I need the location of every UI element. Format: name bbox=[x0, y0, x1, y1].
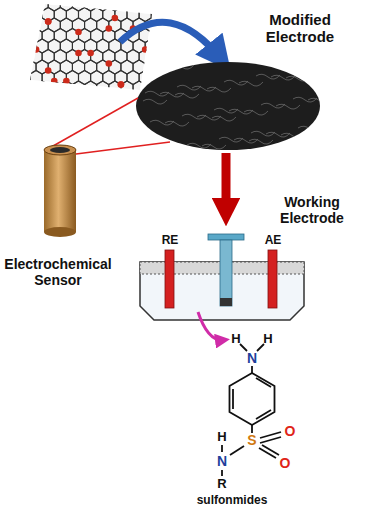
caption-label: sulfonmides bbox=[197, 494, 268, 508]
part-label: Electrochemical Sensor bbox=[3, 256, 113, 288]
part-label: Modified Electrode bbox=[245, 11, 355, 46]
electrode-label: AE bbox=[265, 234, 282, 248]
leader-line bbox=[46, 98, 138, 150]
atom-label: R bbox=[217, 477, 226, 492]
atom-label: H bbox=[217, 430, 226, 445]
part-label: Working Electrode bbox=[262, 194, 362, 226]
electrode-disk bbox=[136, 62, 320, 150]
electrochemical-cell bbox=[140, 234, 304, 320]
atom-label: O bbox=[285, 423, 296, 439]
atom-label: N bbox=[217, 453, 227, 469]
atom-label: N bbox=[247, 350, 257, 366]
electrode-rod bbox=[44, 145, 76, 237]
down-arrow bbox=[222, 153, 231, 212]
electrode-label: RE bbox=[162, 234, 179, 248]
atom-label: O bbox=[280, 455, 291, 471]
atom-label: H bbox=[231, 332, 240, 347]
disk-texture bbox=[140, 62, 342, 149]
leader-line bbox=[76, 142, 170, 154]
atom-label: S bbox=[247, 432, 256, 448]
atom-label: H bbox=[263, 332, 272, 347]
curved-arrow bbox=[198, 312, 224, 340]
curved-arrow bbox=[120, 22, 222, 60]
chemical-bonds bbox=[222, 344, 281, 476]
